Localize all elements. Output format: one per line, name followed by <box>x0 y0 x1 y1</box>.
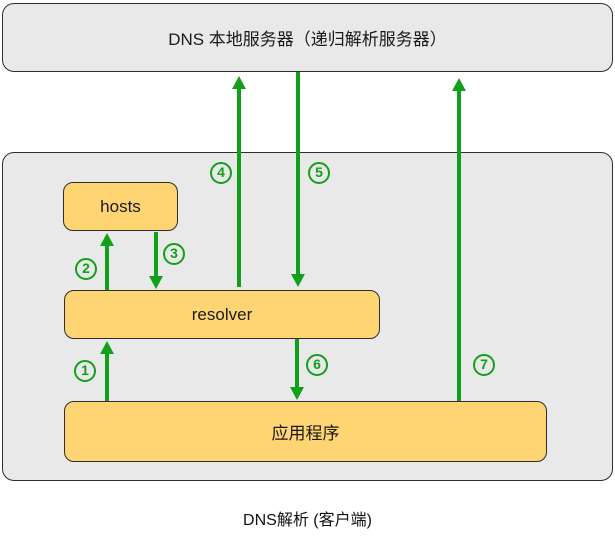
step-badge-1: 1 <box>74 360 96 382</box>
hosts-label: hosts <box>100 196 141 216</box>
step-badge-7: 7 <box>473 354 495 376</box>
resolver-label: resolver <box>191 304 253 324</box>
arrow-step-1-up-icon <box>100 341 114 401</box>
dns-local-server-box: DNS 本地服务器（递归解析服务器） <box>2 3 613 72</box>
application-label: 应用程序 <box>271 424 340 443</box>
step-badge-5: 5 <box>308 162 330 184</box>
dns-local-server-label: DNS 本地服务器（递归解析服务器） <box>168 30 447 49</box>
resolver-node: resolver <box>64 290 380 339</box>
step-badge-6: 6 <box>306 354 328 376</box>
step-badge-2: 2 <box>75 258 97 280</box>
arrow-step-4-up-icon <box>232 76 246 287</box>
arrow-step-5-down-icon <box>291 72 305 287</box>
hosts-node: hosts <box>63 182 178 231</box>
diagram-caption: DNS解析 (客户端) <box>243 512 372 529</box>
application-node: 应用程序 <box>64 401 547 462</box>
step-badge-4: 4 <box>210 162 232 184</box>
step-badge-3: 3 <box>163 243 185 265</box>
arrow-step-6-down-icon <box>290 339 304 400</box>
arrow-step-3-down-icon <box>149 232 163 289</box>
arrow-step-2-up-icon <box>100 233 114 290</box>
arrow-step-7-up-icon <box>452 78 466 401</box>
